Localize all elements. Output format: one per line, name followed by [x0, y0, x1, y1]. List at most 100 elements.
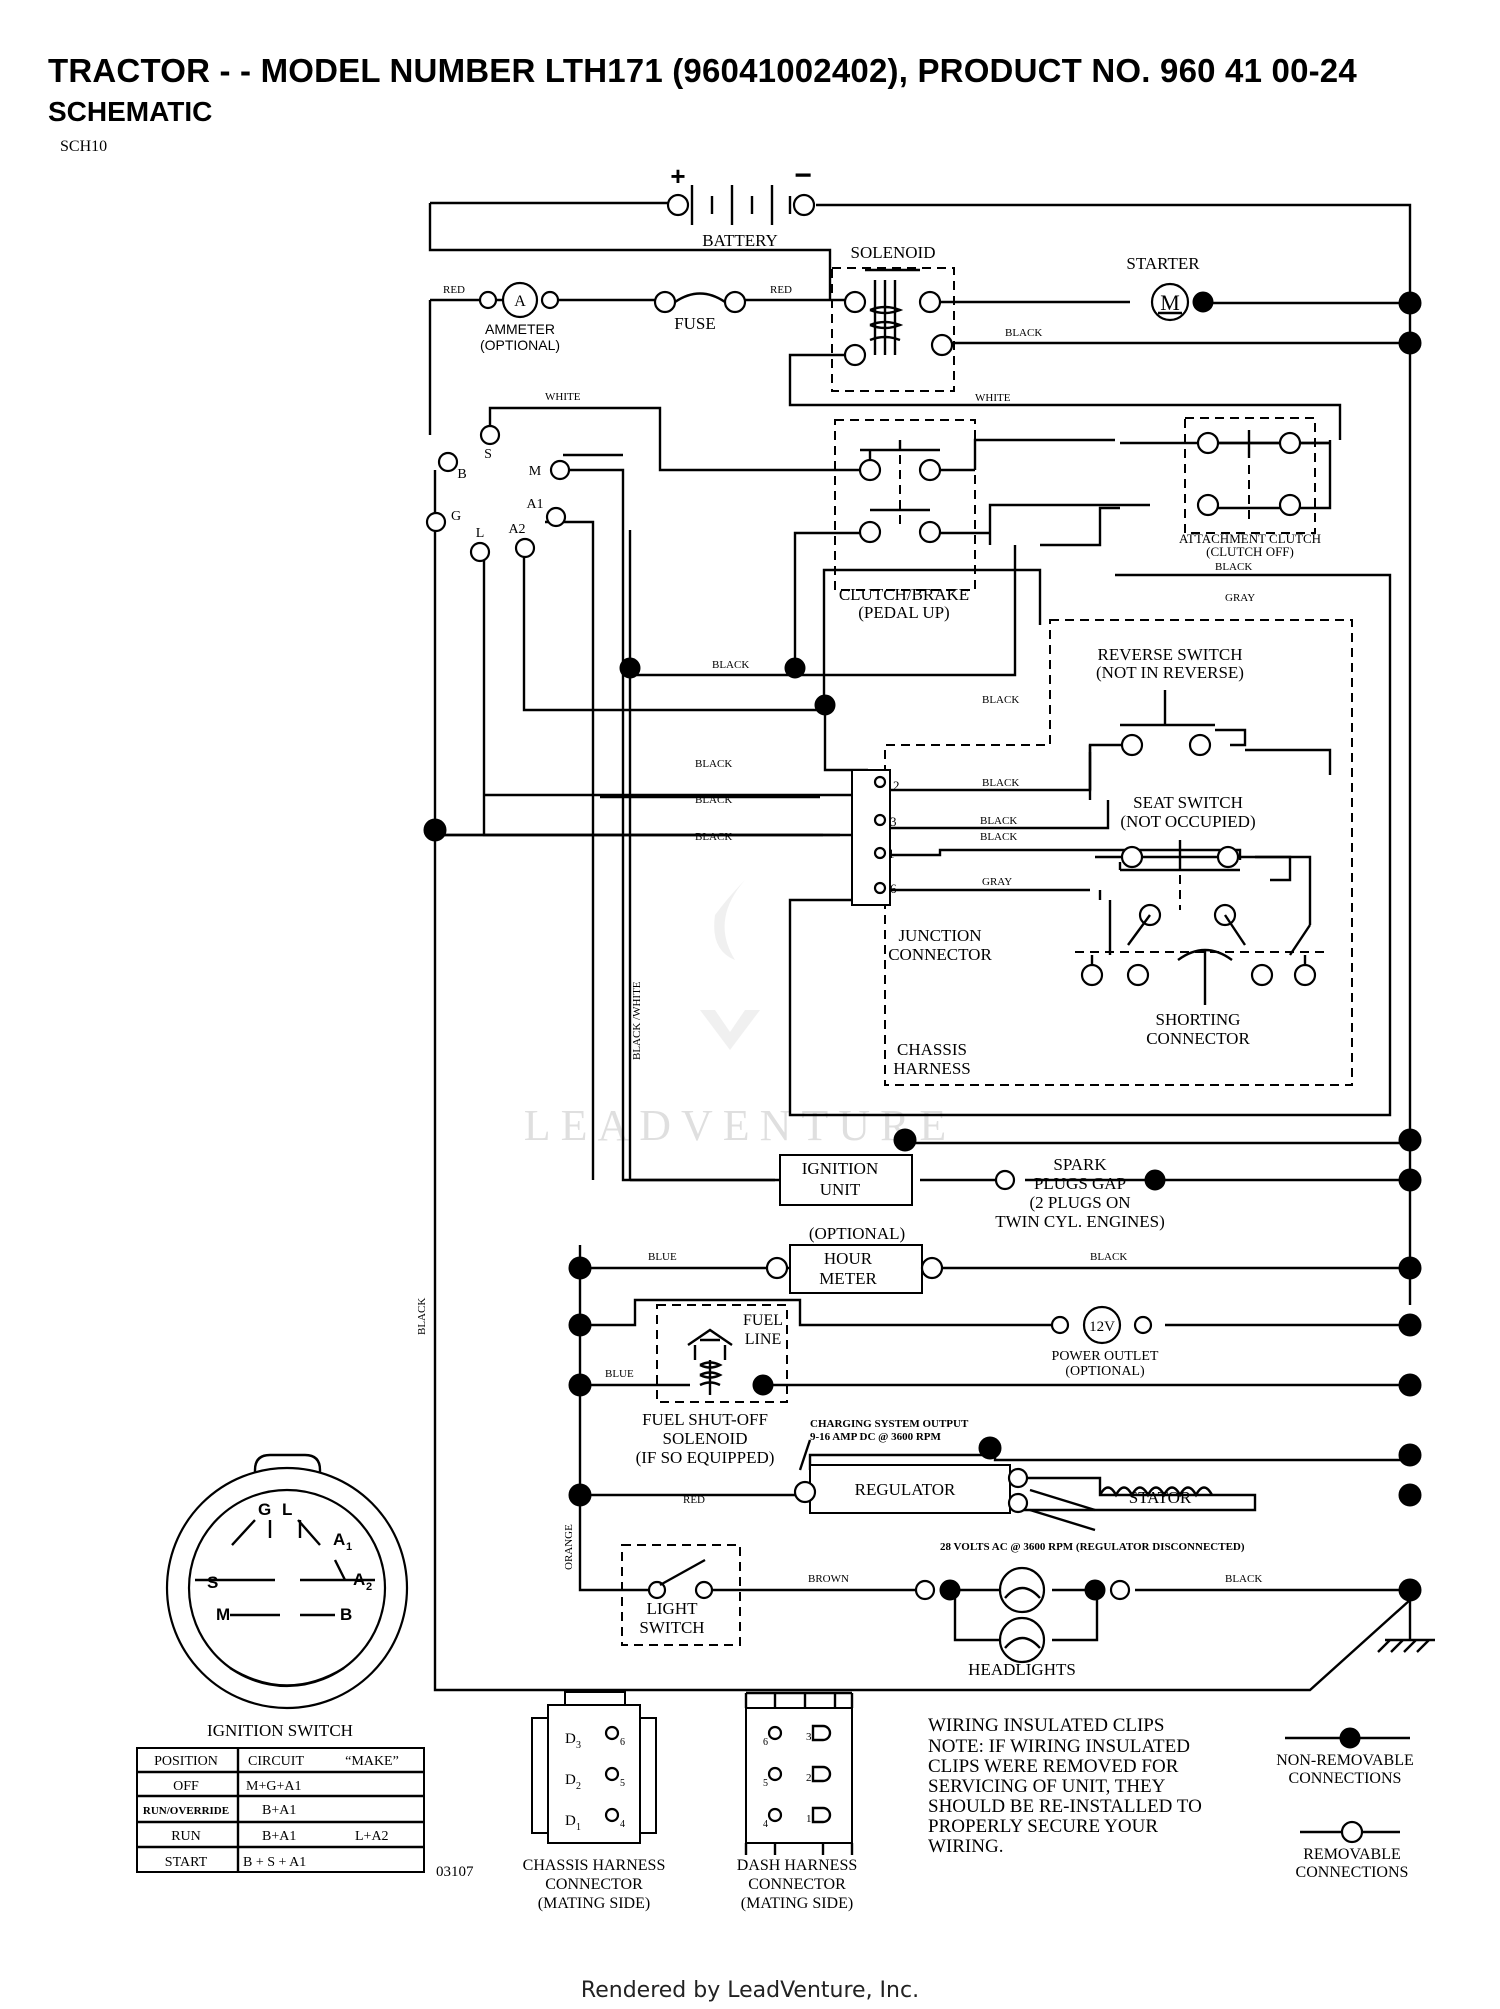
- face-label-m: M: [216, 1605, 230, 1624]
- wire-label: WHITE: [545, 391, 581, 403]
- ammeter-optional: (OPTIONAL): [480, 337, 560, 353]
- table-row: RUN/OVERRIDE B+A1: [143, 1803, 296, 1818]
- volts-note: 28 VOLTS AC @ 3600 RPM (REGULATOR DISCON…: [940, 1541, 1245, 1553]
- chassis-conn-note: (MATING SIDE): [538, 1895, 650, 1912]
- battery: + − BATTERY: [666, 159, 816, 250]
- ammeter: A AMMETER (OPTIONAL): [478, 281, 560, 353]
- clutch-brake-label: CLUTCH/BRAKE: [839, 585, 969, 604]
- light-switch-label: LIGHT: [647, 1599, 699, 1618]
- terminal-l: [469, 541, 491, 563]
- charging-label: CHARGING SYSTEM OUTPUT: [810, 1418, 969, 1430]
- ground-symbol: [1377, 1590, 1435, 1653]
- terminal-g: [425, 511, 447, 533]
- headlights-label: HEADLIGHTS: [968, 1660, 1076, 1679]
- terminal-m: [549, 459, 571, 481]
- light-switch: LIGHT SWITCH: [639, 1558, 714, 1637]
- dash-pin-1: 1: [806, 1813, 812, 1825]
- table-row: RUN B+A1 L+A2: [171, 1829, 388, 1844]
- wire-label: BLACK: [712, 659, 749, 671]
- wire-label: BLACK: [980, 815, 1017, 827]
- spark-plugs: SPARK PLUGS GAP (2 PLUGS ON TWIN CYL. EN…: [994, 1155, 1166, 1231]
- table-cell: M+G+A1: [246, 1779, 301, 1794]
- wire-label: BLACK: [980, 831, 1017, 843]
- note-line: PROPERLY SECURE YOUR: [928, 1816, 1158, 1837]
- footer-credit: Rendered by LeadVenture, Inc.: [580, 1978, 920, 2003]
- chassis-harness-connector: D 3 D 2 D 1 6 5 4 CHASSIS HARNESS CONNEC…: [523, 1691, 665, 1912]
- ignition-table: POSITION CIRCUIT “MAKE” OFF M+G+A1 RUN/O…: [136, 1747, 474, 1880]
- spark-label: SPARK: [1053, 1155, 1107, 1174]
- face-label-a2: A: [353, 1570, 365, 1589]
- dash-conn-note: (MATING SIDE): [741, 1895, 853, 1912]
- stator-label: STATOR: [1129, 1488, 1192, 1507]
- hour-meter: (OPTIONAL) HOUR METER: [765, 1224, 944, 1294]
- label-g: G: [451, 509, 461, 524]
- ignition-unit: IGNITION UNIT: [779, 1154, 913, 1206]
- reverse-switch-label: REVERSE SWITCH: [1098, 645, 1243, 664]
- chassis-harness-sublabel: HARNESS: [893, 1059, 970, 1078]
- chassis-pin-d3: D: [565, 1731, 576, 1747]
- starter-symbol: M: [1160, 290, 1180, 315]
- ignition-unit-sublabel: UNIT: [820, 1180, 861, 1199]
- dash-conn-label: DASH HARNESS: [737, 1857, 857, 1874]
- watermark-logo: LEADVENTURE: [524, 880, 946, 1150]
- note-line: SHOULD BE RE-INSTALLED TO: [928, 1796, 1202, 1817]
- legend-removable-dot: [1340, 1820, 1364, 1844]
- outlet-label: POWER OUTLET: [1052, 1349, 1159, 1364]
- wire-label: BLUE: [605, 1368, 634, 1380]
- dash-pin-3: 3: [806, 1731, 812, 1743]
- face-label-l: L: [282, 1500, 292, 1519]
- table-cell: RUN: [171, 1829, 201, 1844]
- wire-label: BLACK: [1090, 1251, 1127, 1263]
- chassis-pin-4: 4: [620, 1819, 625, 1830]
- power-outlet: 12V POWER OUTLET (OPTIONAL): [1050, 1305, 1159, 1379]
- connection-dots: [423, 291, 1422, 1602]
- fuel-line-label: FUEL: [743, 1312, 783, 1329]
- wire-label: BLUE: [648, 1251, 677, 1263]
- shorting-connector-label: SHORTING: [1156, 1010, 1241, 1029]
- wire-label: BLACK: [1225, 1573, 1262, 1585]
- junction-connector: 2 3 1 6 JUNCTION CONNECTOR CHASSIS HARNE…: [851, 769, 992, 1078]
- label-m: M: [529, 464, 542, 479]
- chassis-pin-d3-sub: 3: [576, 1740, 581, 1751]
- junction-pin-6: 6: [890, 881, 897, 896]
- wire-label: BLACK: [1215, 561, 1252, 573]
- junction-connector-label: JUNCTION: [898, 926, 981, 945]
- label-a2: A2: [508, 522, 525, 537]
- attachment-clutch-sublabel: (CLUTCH OFF): [1206, 544, 1294, 559]
- face-label-g: G: [258, 1500, 271, 1519]
- terminal-a2: [514, 537, 536, 559]
- table-cell: L+A2: [355, 1829, 389, 1844]
- hour-meter-label: HOUR: [824, 1249, 873, 1268]
- dash-conn-sublabel: CONNECTOR: [748, 1876, 846, 1893]
- wire-label: BLACK /WHITE: [631, 981, 643, 1060]
- shorting-connector: SHORTING CONNECTOR: [1080, 948, 1317, 1048]
- hour-meter-optional: (OPTIONAL): [809, 1224, 905, 1243]
- label-s: S: [484, 447, 492, 462]
- table-cell: B + S + A1: [243, 1855, 306, 1870]
- face-label-s: S: [207, 1573, 218, 1592]
- seat-switch-sublabel: (NOT OCCUPIED): [1120, 812, 1255, 831]
- dash-harness-connector: 6 5 4 3 2 1 DASH HARNESS CONNECTOR (MATI…: [737, 1691, 857, 1912]
- wire-label: BLACK: [982, 777, 1019, 789]
- table-cell: RUN/OVERRIDE: [143, 1805, 229, 1817]
- wire-labels: RED RED BLACK WHITE WHITE BLACK GRAY BLA…: [416, 284, 1262, 1585]
- terminal-s: [479, 424, 501, 446]
- dash-pin-5: 5: [763, 1778, 768, 1789]
- face-label-a1-sub: 1: [346, 1541, 352, 1553]
- clutch-brake-enclosure: [834, 419, 976, 591]
- headlights: HEADLIGHTS: [914, 1566, 1131, 1679]
- face-label-b: B: [340, 1605, 352, 1624]
- minus-sign: −: [794, 159, 812, 192]
- junction-pin-1: 1: [888, 846, 895, 861]
- fuel-solenoid-sublabel: SOLENOID: [663, 1429, 748, 1448]
- solenoid: SOLENOID: [843, 243, 954, 367]
- light-switch-enclosure: [621, 1544, 741, 1646]
- spark-gap-label: PLUGS GAP: [1034, 1174, 1126, 1193]
- stator: STATOR 28 VOLTS AC @ 3600 RPM (REGULATOR…: [940, 1486, 1245, 1553]
- wire-label: BLACK: [416, 1298, 428, 1335]
- table-cell: START: [165, 1855, 208, 1870]
- schematic-code: SCH10: [60, 138, 108, 155]
- table-header-circuit: CIRCUIT: [248, 1754, 304, 1769]
- chassis-pin-5: 5: [620, 1778, 625, 1789]
- wire-label: BLACK: [695, 794, 732, 806]
